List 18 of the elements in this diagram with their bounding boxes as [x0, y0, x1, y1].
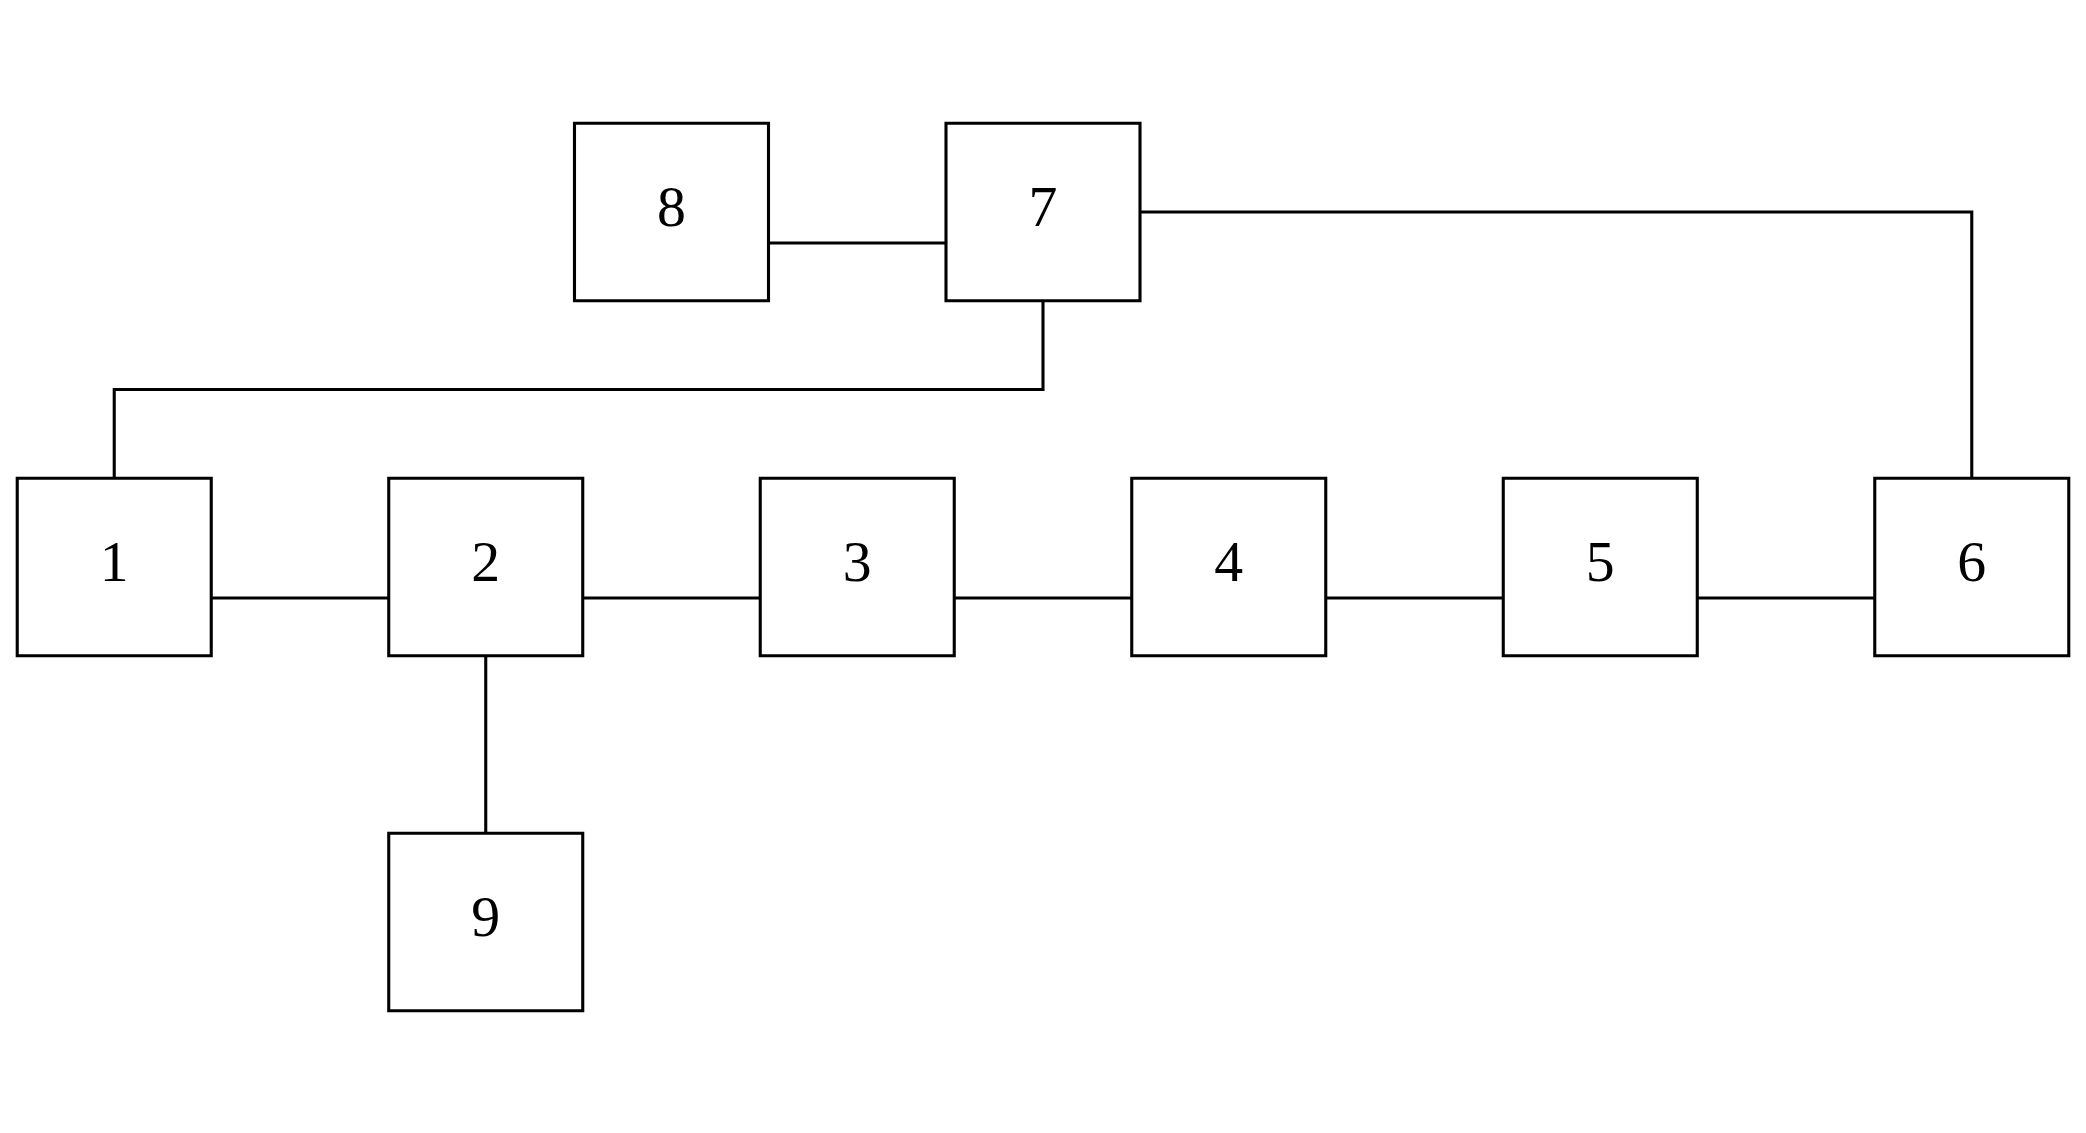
- node-box: 6: [1873, 476, 2071, 657]
- node-box: 2: [387, 476, 585, 657]
- connector: [954, 595, 1132, 599]
- connector: [484, 656, 488, 833]
- connector: [1326, 595, 1503, 599]
- node-box: 5: [1501, 476, 1699, 657]
- connector: [1697, 595, 1875, 599]
- connector: [112, 300, 1045, 478]
- connector: [1140, 209, 1974, 477]
- node-box: 1: [15, 476, 213, 657]
- node-box: 9: [387, 831, 585, 1012]
- connector: [583, 595, 760, 599]
- connector: [211, 595, 389, 599]
- node-box: 4: [1130, 476, 1328, 657]
- node-box: 7: [944, 121, 1142, 302]
- connector: [769, 240, 946, 244]
- node-box: 3: [758, 476, 956, 657]
- node-box: 8: [572, 121, 771, 302]
